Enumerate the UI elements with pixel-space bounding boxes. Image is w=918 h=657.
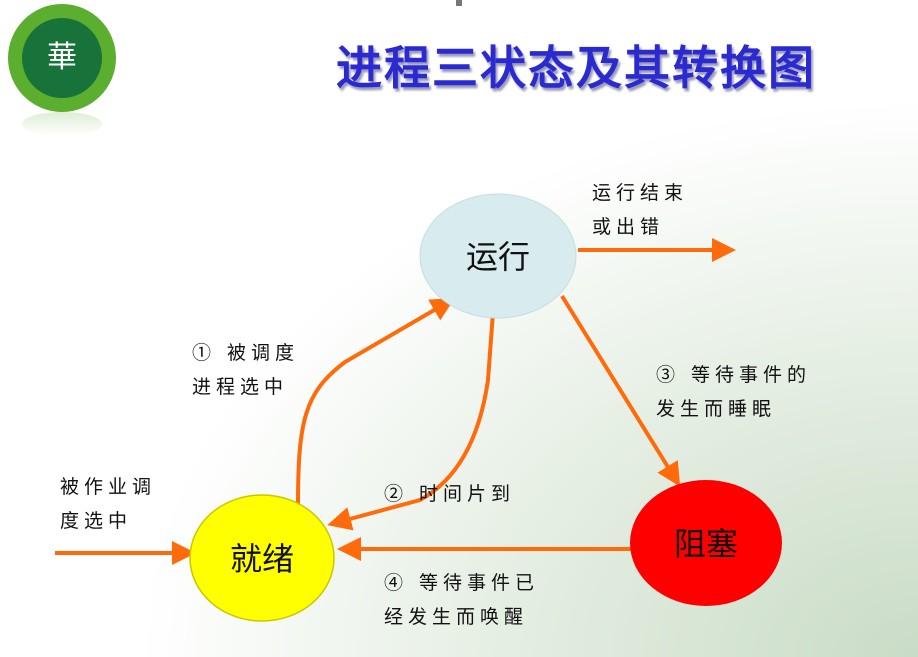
label-timeout: ② 时间片到 [384, 483, 516, 505]
arrow-ready-to-running [296, 297, 455, 506]
state-blocked-label: 阻塞 [674, 525, 738, 563]
label-entry: 被作业调 度选中 [60, 476, 157, 532]
label-wakeup: ④ 等待事件已 经发生而唤醒 [384, 572, 540, 628]
state-running-label: 运行 [466, 238, 530, 276]
logo-reflection [22, 112, 102, 136]
state-ready [189, 494, 335, 622]
logo-emblem: 華 [22, 18, 102, 98]
label-wait: ③ 等待事件的 发生而睡眠 [656, 364, 812, 420]
arrow-running-to-ready [327, 311, 495, 531]
label-exit: 运行结束 或出错 [592, 182, 689, 238]
marker [456, 0, 462, 6]
state-blocked [630, 480, 782, 606]
state-ready-label: 就绪 [230, 540, 294, 578]
label-dispatch: ① 被调度 进程选中 [192, 342, 300, 398]
page-title: 进程三状态及其转换图 [336, 41, 816, 95]
arrow-running-to-blocked [560, 294, 681, 487]
university-logo: 華 [8, 4, 116, 112]
state-running [419, 193, 577, 319]
